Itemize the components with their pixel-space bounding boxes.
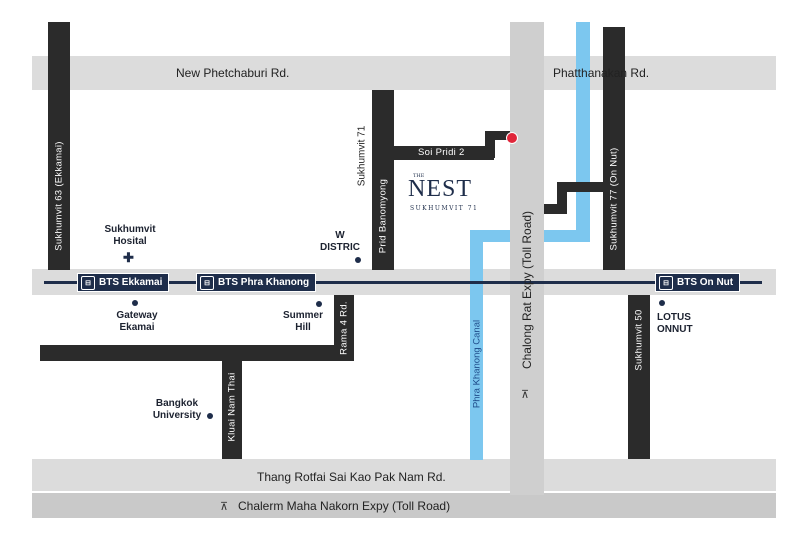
road-sukhumvit-63 — [48, 22, 70, 270]
label-kluai-nam-thai: Kluai Nam Thai — [226, 372, 238, 442]
road-on-nut-connector-b — [557, 182, 567, 214]
label-thang-rotfai: Thang Rotfai Sai Kao Pak Nam Rd. — [257, 470, 446, 484]
label-sukhumvit-77: Sukhumvit 77 (On Nut) — [608, 147, 620, 251]
label-soi-pridi-2: Soi Pridi 2 — [418, 147, 465, 158]
label-sukhumvit-50: Sukhumvit 50 — [633, 309, 645, 371]
poi-w-district[interactable]: W DISTRIC — [320, 230, 360, 253]
station-bts-ekkamai[interactable]: ⊟ BTS Ekkamai — [77, 273, 170, 292]
road-rama-4-vertical — [334, 295, 354, 361]
station-label: BTS Ekkamai — [99, 277, 163, 288]
road-on-nut-connector-c — [542, 204, 567, 214]
train-icon: ⊟ — [200, 275, 214, 290]
label-sukhumvit-71: Sukhumvit 71 — [356, 125, 368, 187]
expressway-icon: ⊼ — [220, 501, 229, 513]
road-sukhumvit-50 — [628, 295, 650, 459]
poi-lotus-onnut[interactable]: LOTUS ONNUT — [657, 312, 693, 335]
road-sukhumvit-77 — [603, 27, 625, 270]
poi-bangkok-university[interactable]: Bangkok University — [152, 398, 202, 421]
label-sukhumvit-63: Sukhumvit 63 (Ekkamai) — [53, 141, 65, 251]
cross-icon: ✚ — [123, 250, 134, 265]
poi-sukhumvit-hospital[interactable]: Sukhumvit Hosital — [104, 224, 156, 247]
logo-subtitle: SUKHUMVIT 71 — [410, 205, 479, 212]
the-nest-logo[interactable]: THE NEST SUKHUMVIT 71 — [400, 170, 484, 220]
canal-upper-vertical — [576, 22, 590, 240]
expressway-icon: ⊼ — [521, 389, 530, 401]
poi-summer-hill[interactable]: Summer Hill — [282, 310, 323, 333]
teardrop-pin-icon — [316, 301, 322, 307]
train-icon: ⊟ — [81, 275, 95, 290]
label-chalerm-maha: Chalerm Maha Nakorn Expy (Toll Road) — [238, 499, 451, 513]
road-chalong-rat-expy — [510, 22, 544, 495]
road-pridi-connector — [485, 132, 495, 158]
teardrop-pin-icon — [207, 413, 213, 419]
station-bts-phra-khanong[interactable]: ⊟ BTS Phra Khanong — [196, 273, 317, 292]
label-new-phetchaburi: New Phetchaburi Rd. — [176, 66, 290, 80]
bts-line — [44, 281, 762, 284]
train-icon: ⊟ — [659, 275, 673, 290]
road-new-phetchaburi — [32, 56, 776, 90]
road-kluai-nam-thai — [222, 361, 242, 459]
label-phra-khanong-canal: Phra Khanong Canal — [471, 319, 483, 409]
teardrop-pin-icon — [132, 300, 138, 306]
logo-nest: NEST — [408, 176, 472, 202]
location-pin-icon[interactable] — [506, 132, 518, 144]
road-prid-banomyong — [372, 90, 394, 270]
label-prid-banomyong: Prid Banomyong — [377, 178, 389, 254]
canal-below-bts — [470, 295, 483, 459]
logo-the: THE — [413, 173, 425, 179]
poi-gateway-ekamai[interactable]: Gateway Ekamai — [116, 310, 158, 333]
road-pridi-top — [485, 131, 513, 140]
road-chalerm-maha — [32, 493, 776, 518]
station-bts-on-nut[interactable]: ⊟ BTS On Nut — [655, 273, 741, 292]
teardrop-pin-icon — [659, 300, 665, 306]
label-rama-4: Rama 4 Rd. — [338, 301, 350, 355]
station-label: BTS Phra Khanong — [218, 277, 310, 288]
label-phatthanakan: Phatthanakan Rd. — [553, 66, 650, 80]
road-rama-4-horizontal — [40, 345, 354, 361]
label-chalong-rat: Chalong Rat Expy (Toll Road) — [520, 210, 534, 370]
station-label: BTS On Nut — [677, 277, 734, 288]
road-soi-pridi-2 — [394, 146, 494, 160]
teardrop-pin-icon — [355, 257, 361, 263]
road-on-nut-connector-a — [557, 182, 603, 192]
road-thang-rotfai — [32, 459, 776, 491]
